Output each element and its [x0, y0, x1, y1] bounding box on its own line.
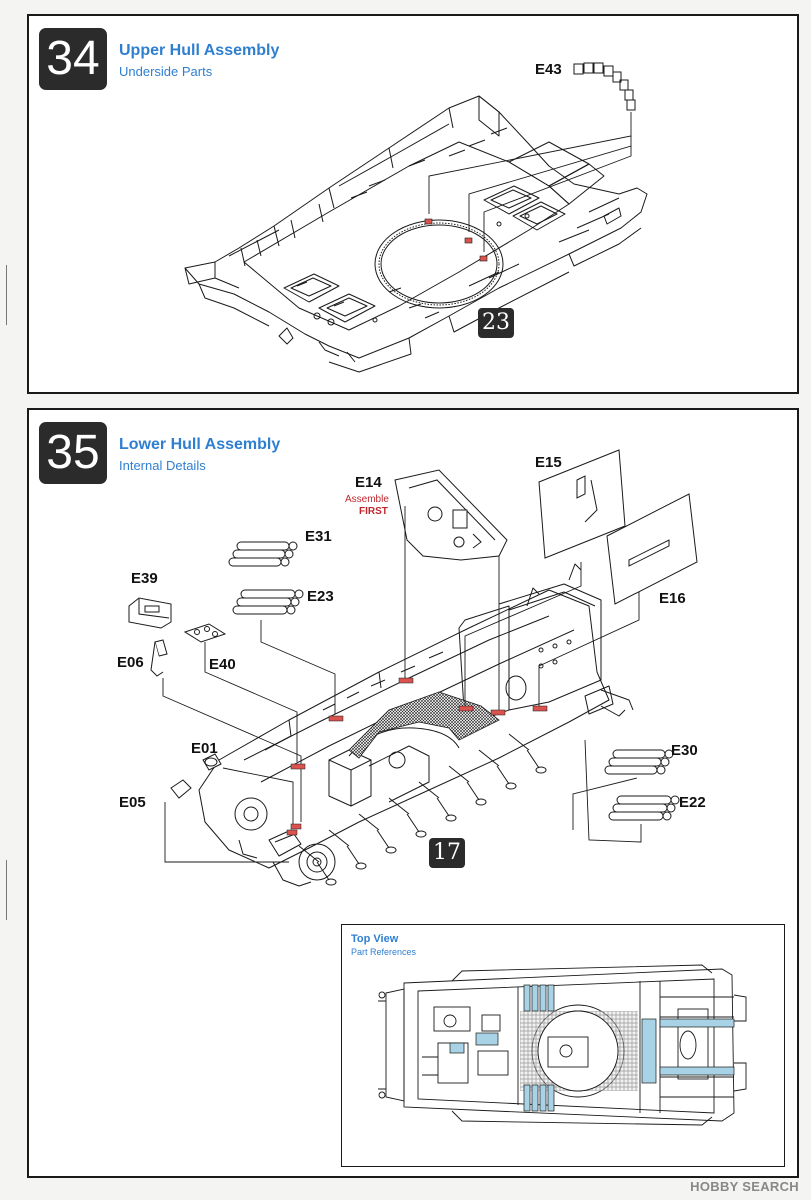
step-number-badge: 35: [39, 422, 107, 484]
reference-step-badge: 17: [429, 838, 465, 868]
part-label-e06: E06: [117, 654, 144, 671]
reference-step-badge: 23: [478, 308, 514, 338]
step-number-badge: 34: [39, 28, 107, 90]
step-title: Lower Hull Assembly: [119, 436, 281, 453]
watermark: HOBBY SEARCH: [690, 1179, 799, 1194]
inset-subtitle: Part References: [351, 947, 417, 957]
binding-mark: [6, 860, 7, 920]
step-35-panel: 35 Lower Hull Assembly Internal Details: [27, 408, 799, 1178]
note-first: FIRST: [359, 506, 388, 517]
binding-mark: [6, 265, 7, 325]
part-label-e23: E23: [307, 588, 334, 605]
upper-hull-drawing: [184, 62, 648, 373]
note-assemble: Assemble: [345, 494, 389, 505]
part-label-e16: E16: [659, 590, 686, 607]
part-label-e22: E22: [679, 794, 706, 811]
part-label-e31: E31: [305, 528, 332, 545]
part-label-e43: E43: [535, 61, 562, 78]
lower-hull-drawing: [128, 449, 698, 887]
step-title: Upper Hull Assembly: [119, 42, 280, 59]
part-label-e01: E01: [191, 740, 218, 757]
part-label-e40: E40: [209, 656, 236, 673]
top-view-drawing: [378, 964, 747, 1126]
part-label-e15: E15: [535, 454, 562, 471]
step-34-panel: 34 Upper Hull Assembly Underside Parts: [27, 14, 799, 394]
top-view-inset: Top View Part References: [341, 924, 785, 1167]
part-label-e39: E39: [131, 570, 158, 587]
inset-title: Top View: [351, 933, 399, 945]
step-subtitle: Underside Parts: [119, 64, 213, 79]
step-subtitle: Internal Details: [119, 458, 206, 473]
part-label-e14: E14: [355, 474, 382, 491]
part-label-e30: E30: [671, 742, 698, 759]
part-label-e05: E05: [119, 794, 146, 811]
